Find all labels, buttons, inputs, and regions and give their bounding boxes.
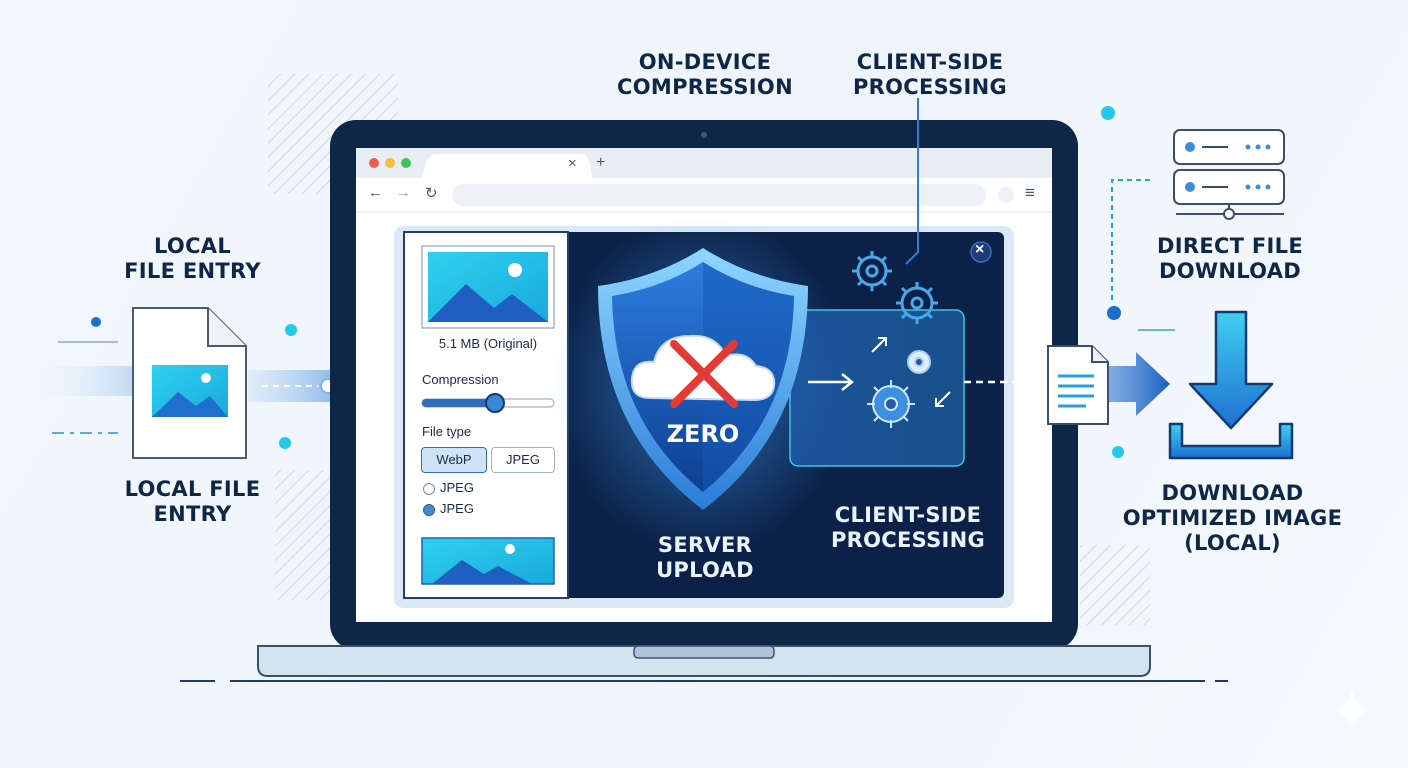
radio-option-2[interactable] [423,504,435,516]
document-icon [1047,345,1109,425]
new-tab-icon[interactable]: + [596,154,606,171]
menu-icon[interactable]: ≡ [1025,183,1035,202]
sparkle-icon [1334,690,1370,730]
decor-dot [1112,446,1124,458]
red-x-icon [670,340,738,408]
file-size-label: 5.1 MB (Original) [438,336,538,351]
close-tab-icon[interactable]: × [568,155,577,172]
laptop-hinge [633,645,775,659]
decor-dot [279,437,291,449]
window-maximize-dot[interactable] [401,158,411,168]
image-file-icon [132,307,247,459]
gear-icon [852,251,892,291]
reload-icon[interactable]: ↻ [425,185,438,202]
radio-label-2: JPEG [440,501,474,516]
gear-icon [907,350,931,374]
gear-icon [867,380,915,428]
decor-dot [1107,306,1121,320]
decor-dot [285,324,297,336]
compression-label: Compression [422,372,499,387]
dialog-close-icon[interactable]: × [975,241,985,258]
gear-icon [896,282,938,324]
laptop-camera [701,132,707,138]
sun-glyph [508,263,522,277]
server-icon [1173,129,1285,220]
compression-slider-fill [422,399,495,407]
back-icon[interactable]: ← [368,184,383,201]
flow-arrow [808,373,855,391]
compression-slider-handle[interactable] [485,393,505,413]
window-close-dot[interactable] [369,158,379,168]
type-button-webp[interactable]: WebP [421,447,487,473]
dialog-close-button[interactable] [970,241,992,263]
window-minimize-dot[interactable] [385,158,395,168]
radio-label-1: JPEG [440,480,474,495]
compress-arrows-icon [871,337,951,407]
mountain-glyph [432,560,532,584]
laptop-base [257,645,1151,677]
download-icon [1168,310,1294,460]
sun-glyph [505,544,515,554]
decor-dot [91,317,101,327]
file-type-label: File type [422,424,472,439]
callout-line [1111,179,1150,300]
shield-zero-text: ZERO [666,420,740,448]
profile-dot[interactable] [998,187,1014,203]
browser-tab[interactable] [422,154,592,178]
decor-dot [1101,106,1115,120]
address-bar[interactable] [452,184,986,206]
hatch-decor [275,470,335,600]
hatch-decor [1080,545,1150,625]
callout-line [905,98,919,265]
forward-icon[interactable]: → [396,184,411,201]
type-button-jpeg[interactable]: JPEG [491,447,555,473]
radio-option-1[interactable] [423,483,435,495]
mountain-glyph [428,284,548,322]
processing-panel [789,309,965,467]
